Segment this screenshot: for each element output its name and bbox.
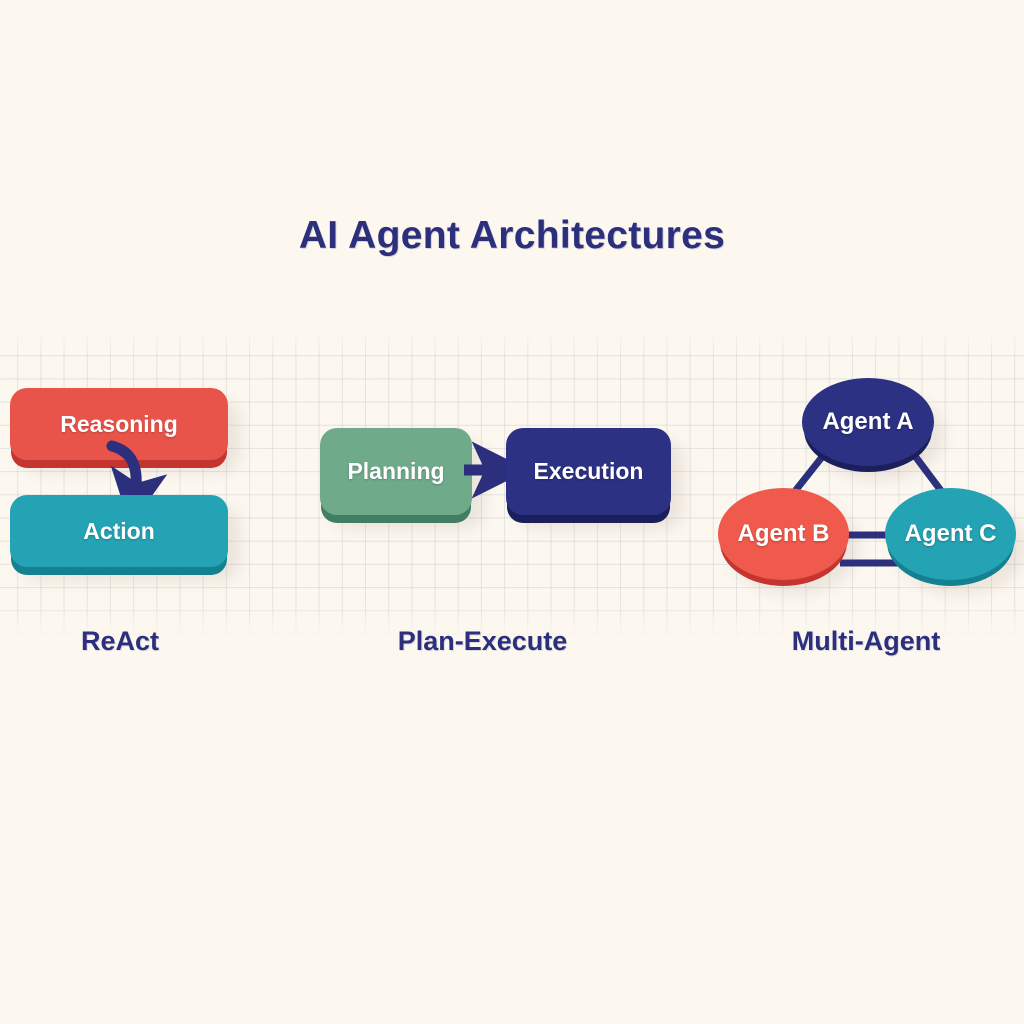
caption-plan-execute: Plan-Execute	[397, 626, 568, 656]
node-reasoning-label: Reasoning	[60, 410, 178, 437]
node-planning-label: Planning	[347, 458, 445, 484]
node-action[interactable]: Action	[10, 495, 228, 567]
node-reasoning[interactable]: Reasoning	[10, 388, 228, 460]
node-agent-c[interactable]: Agent C	[885, 488, 1016, 580]
node-execution[interactable]: Execution	[506, 428, 671, 515]
node-agent-b-label: Agent B	[737, 520, 830, 547]
node-execution-label: Execution	[533, 458, 644, 484]
node-planning[interactable]: Planning	[320, 428, 472, 515]
node-agent-c-label: Agent C	[904, 520, 997, 547]
node-agent-a[interactable]: Agent A	[802, 378, 934, 466]
node-action-label: Action	[83, 517, 155, 544]
node-agent-b[interactable]: Agent B	[718, 488, 849, 580]
page-title: AI Agent Architectures	[298, 214, 726, 257]
node-agent-a-label: Agent A	[822, 408, 914, 435]
caption-multi-agent: Multi-Agent	[791, 626, 941, 656]
caption-react: ReAct	[80, 626, 160, 656]
